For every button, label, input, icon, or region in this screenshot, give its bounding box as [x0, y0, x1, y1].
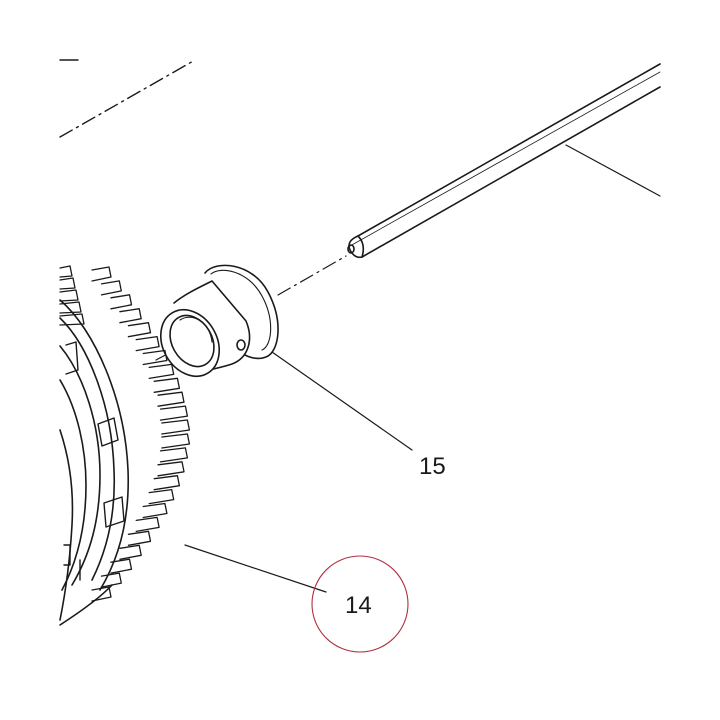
gear-tooth	[135, 335, 160, 352]
gear-tooth	[119, 544, 142, 560]
part-number-14: 14	[345, 592, 372, 619]
gear-tooth	[119, 308, 142, 324]
gear-tooth	[91, 266, 112, 282]
gear-tooth	[59, 289, 79, 302]
gear-tooth	[159, 405, 189, 421]
bushing-leader-line	[271, 351, 413, 451]
gear-tooth	[142, 502, 168, 519]
gear-tooth	[148, 363, 175, 380]
gear-tooth	[159, 447, 189, 463]
gear-tooth	[135, 516, 160, 533]
gear-assembly	[59, 265, 191, 626]
gear-tooth	[153, 377, 181, 393]
highlight-circle	[311, 555, 409, 653]
gear-tooth	[157, 461, 185, 477]
gear-tooth	[127, 322, 152, 338]
gear-tooth	[148, 488, 175, 505]
shaft	[347, 63, 661, 259]
gear-tooth	[59, 301, 82, 314]
gear-tooth	[100, 280, 122, 296]
gear-tooth	[110, 558, 133, 574]
gear-leader-line	[184, 544, 327, 593]
centerline-bushing-shaft	[277, 255, 347, 296]
gear-tooth	[161, 433, 191, 449]
gear-tooth	[153, 475, 181, 491]
gear-tooth	[110, 294, 133, 310]
shaft-leader-line	[565, 144, 661, 197]
part-number-15: 15	[419, 453, 446, 480]
flanged-bushing	[159, 264, 279, 377]
gear-tooth	[142, 349, 168, 366]
gear-tooth	[59, 265, 73, 278]
gear-tooth	[127, 530, 152, 546]
gear-tooth	[161, 419, 191, 435]
gear-tooth	[157, 391, 185, 407]
gear-tooth	[59, 277, 76, 290]
centerline-upper-left	[59, 59, 196, 138]
gear-tooth	[59, 313, 85, 326]
